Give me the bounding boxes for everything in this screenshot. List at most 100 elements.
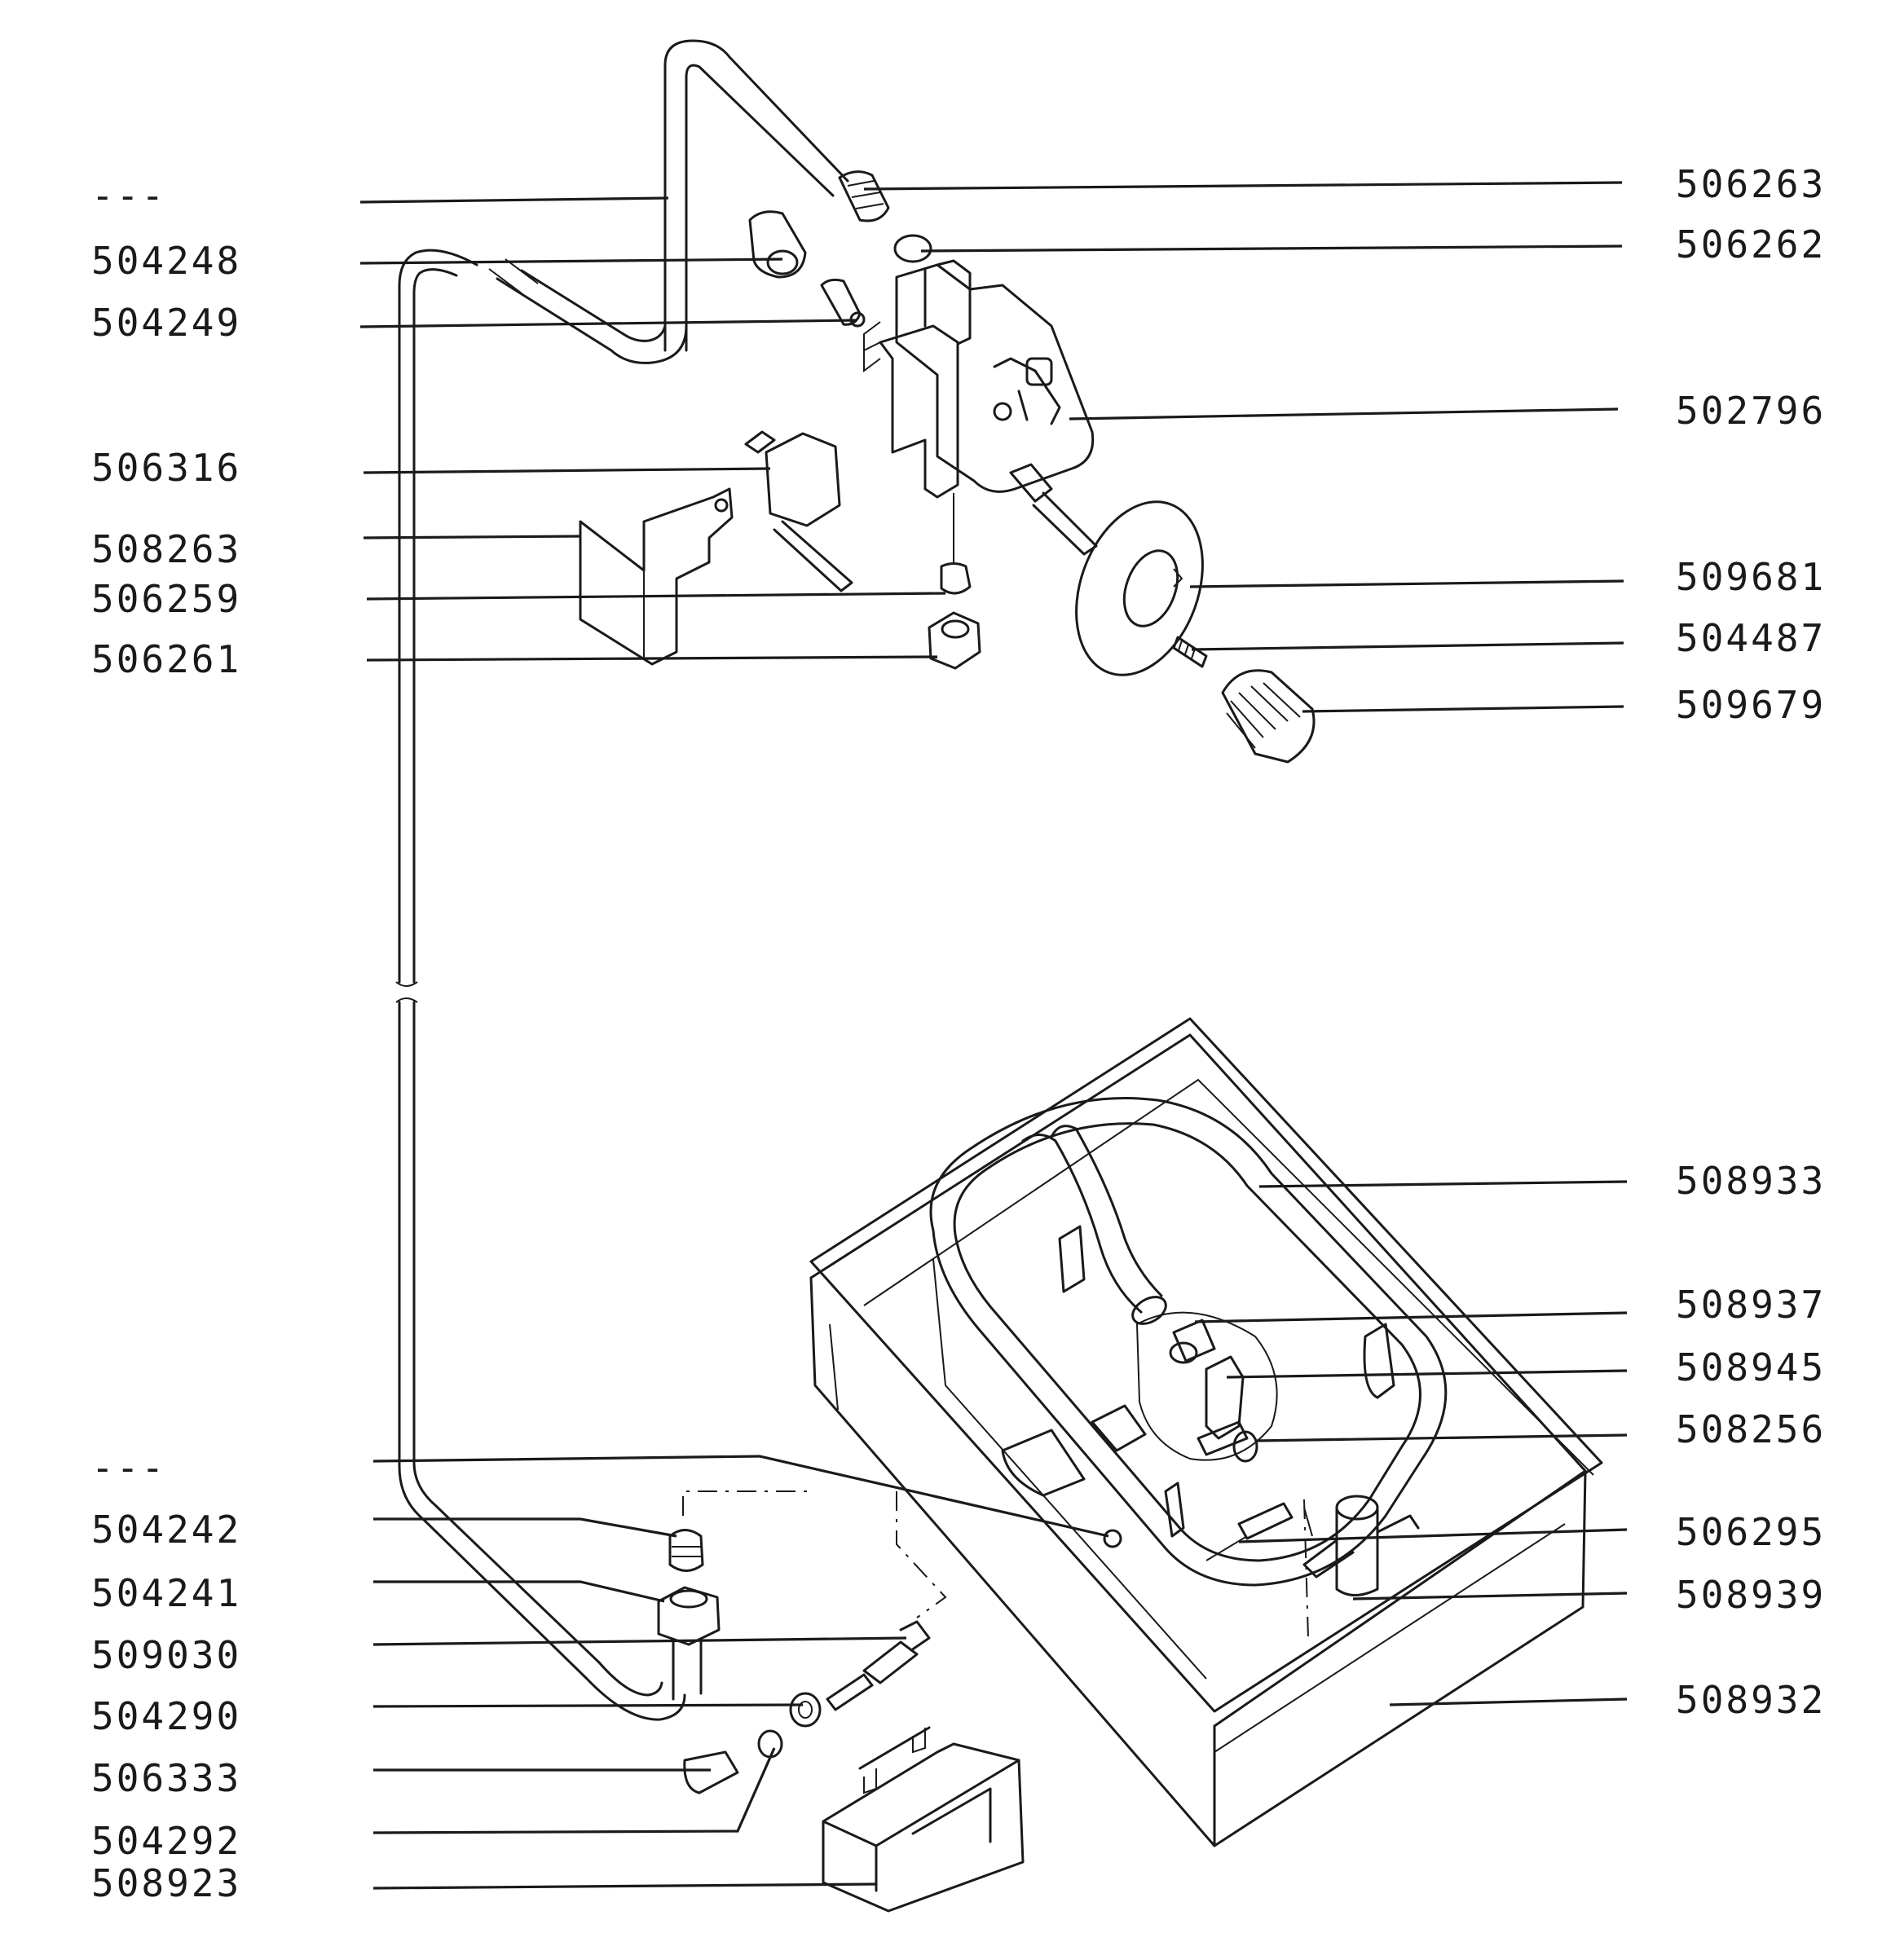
leader-line-l8 — [372, 1455, 1109, 1538]
leader-line-506259 — [366, 592, 946, 601]
leader-line-508923 — [372, 1882, 877, 1890]
gas-supply-pipe — [395, 39, 849, 1721]
leader-line-508933 — [1258, 1180, 1628, 1188]
leader-line-508256 — [1254, 1433, 1628, 1442]
part-label-506259: 506259 — [91, 577, 241, 621]
microswitch-group — [579, 430, 853, 666]
pipe-top-hook-inner — [685, 64, 835, 352]
part-label-l1: --- — [91, 174, 166, 218]
microswitch-506316 — [765, 432, 841, 527]
tank-top-rim — [809, 1017, 1603, 1713]
pipe-lower-outer — [398, 1001, 686, 1721]
part-label-508932: 508932 — [1676, 1678, 1826, 1722]
part-label-506261: 506261 — [91, 637, 241, 681]
leader-line-508937 — [1194, 1311, 1628, 1323]
part-label-504249: 504249 — [91, 301, 241, 345]
gas-valve-assembly — [748, 170, 1098, 670]
part-label-506333: 506333 — [91, 1756, 241, 1800]
leader-line-504248 — [359, 258, 783, 265]
pipe-lower-inner — [412, 1001, 663, 1697]
part-label-506262: 506262 — [1676, 222, 1826, 266]
leader-line-504290 — [372, 1703, 804, 1708]
leader-line-506261 — [366, 655, 938, 662]
part-label-502796: 502796 — [1676, 389, 1826, 433]
part-label-508263: 508263 — [91, 527, 241, 571]
valve-body-502796 — [895, 263, 1095, 493]
part-label-504248: 504248 — [91, 239, 241, 283]
pipe-ubend-top-inner — [520, 269, 667, 342]
leader-line-506262 — [920, 244, 1623, 253]
pipe-break-marker-top — [488, 258, 539, 294]
fitting-504248 — [748, 210, 807, 279]
channel-bracket-508923 — [822, 1742, 1025, 1913]
leader-line-l1 — [359, 196, 669, 204]
leader-line-506263 — [863, 181, 1623, 191]
part-label-508939: 508939 — [1676, 1573, 1826, 1617]
pilot-holder-508937 — [1172, 1319, 1216, 1363]
part-label-508256: 508256 — [1676, 1407, 1826, 1451]
pipe-long-inner — [412, 268, 458, 984]
leader-line-504241 — [373, 1580, 665, 1603]
part-label-504241: 504241 — [91, 1571, 241, 1615]
bezel-ring-509681 — [1075, 500, 1204, 676]
olive-506262 — [893, 234, 932, 263]
washer-504290 — [789, 1692, 822, 1728]
leader-line-504487 — [1191, 641, 1624, 651]
pipe-top-hook-outer — [663, 39, 849, 352]
control-knob-parts — [1075, 500, 1316, 764]
part-label-508937: 508937 — [1676, 1283, 1826, 1327]
part-label-508945: 508945 — [1676, 1345, 1826, 1389]
lower-fittings — [657, 1490, 1025, 1913]
hex-nut-504241 — [657, 1586, 721, 1646]
valve-mounting-bracket — [879, 324, 959, 499]
leader-line-509679 — [1302, 705, 1624, 713]
part-label-509679: 509679 — [1676, 683, 1826, 727]
leader-line-509030 — [372, 1636, 907, 1646]
screw-504487 — [1172, 636, 1208, 668]
switch-bracket-508263 — [579, 487, 734, 666]
olive-504242 — [668, 1529, 704, 1572]
burner-tube-508933 — [929, 1097, 1448, 1587]
part-label-508923: 508923 — [91, 1861, 241, 1905]
part-label-506295: 506295 — [1676, 1510, 1826, 1554]
injector-509030 — [862, 1640, 919, 1684]
right-part-labels: 506263 506262 502796 509681 504487 50967… — [1676, 162, 1826, 1722]
left-leader-lines — [359, 196, 1109, 1890]
part-label-504292: 504292 — [91, 1819, 241, 1863]
part-label-506316: 506316 — [91, 446, 241, 490]
part-label-509030: 509030 — [91, 1633, 241, 1677]
valve-spindle — [1032, 491, 1098, 556]
part-label-508933: 508933 — [1676, 1159, 1826, 1203]
leader-line-506295 — [1238, 1528, 1628, 1543]
pipe-long-outer — [398, 249, 478, 984]
part-label-504487: 504487 — [1676, 616, 1826, 660]
control-knob-509679 — [1221, 669, 1316, 764]
leader-line-509681 — [1189, 579, 1624, 588]
leader-line-508945 — [1226, 1369, 1628, 1379]
leader-line-506316 — [363, 467, 771, 474]
pipe-break-marker-mid — [395, 981, 418, 987]
pipe-ubend-top-outer — [496, 277, 688, 364]
fryer-tank-assembly — [809, 1017, 1603, 1847]
fitting-nut-506263 — [838, 170, 890, 222]
part-label-504290: 504290 — [91, 1694, 241, 1738]
microswitch-lever — [773, 520, 853, 592]
tank-body-508932 — [809, 1276, 1587, 1847]
left-part-labels: --- 504248 504249 506316 508263 506259 5… — [91, 174, 241, 1905]
pilot-injector-508256 — [1197, 1420, 1249, 1456]
leader-line-502796 — [1069, 407, 1619, 421]
leader-line-504292 — [372, 1747, 776, 1834]
leader-line-508263 — [363, 535, 581, 539]
support-tab — [1058, 1225, 1086, 1293]
part-label-l8: --- — [91, 1446, 166, 1490]
pin-506333 — [683, 1750, 739, 1794]
leader-line-504242 — [373, 1517, 677, 1538]
right-leader-lines — [863, 181, 1628, 1706]
part-label-509681: 509681 — [1676, 555, 1826, 599]
thermocouple-506295 — [1164, 1482, 1185, 1538]
standpipe-508939 — [1335, 1506, 1379, 1596]
leader-line-508932 — [1389, 1697, 1628, 1706]
pilot-bracket-508945 — [1205, 1355, 1245, 1440]
nipple-506259 — [940, 562, 972, 595]
